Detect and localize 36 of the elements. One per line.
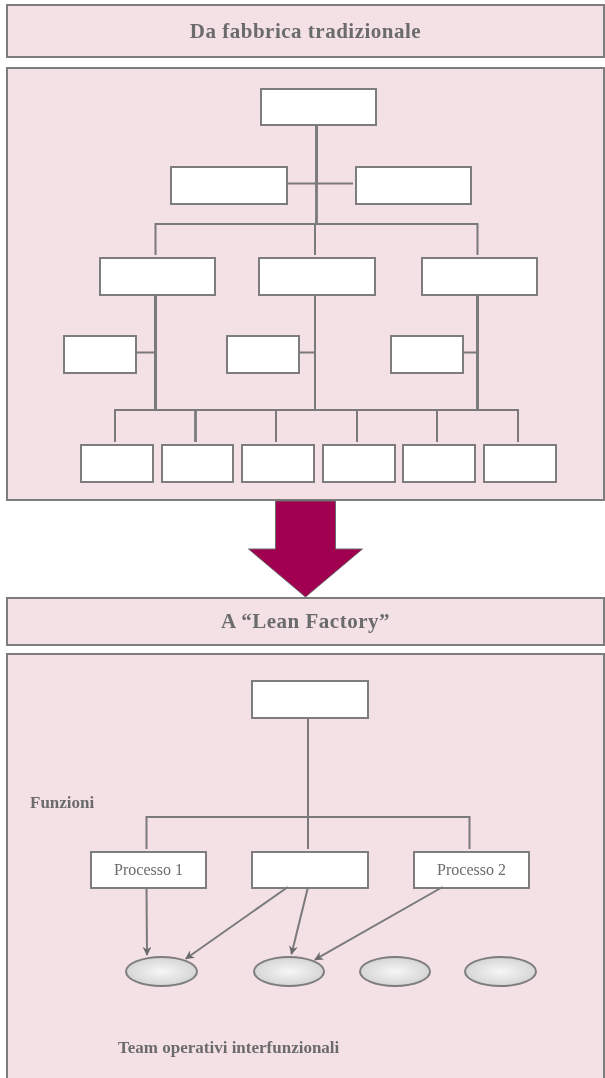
org-box bbox=[251, 851, 369, 889]
section-title: Da fabbrica tradizionale bbox=[189, 18, 422, 44]
org-box bbox=[421, 257, 538, 296]
arrow bbox=[184, 886, 289, 960]
org-box bbox=[390, 335, 464, 374]
org-box bbox=[80, 444, 154, 483]
panel-background bbox=[6, 67, 605, 501]
org-box bbox=[63, 335, 137, 374]
org-box bbox=[170, 166, 288, 205]
title-banner bbox=[6, 597, 605, 646]
caption-label: Team operativi interfunzionali bbox=[118, 1038, 340, 1058]
process-box bbox=[90, 851, 207, 889]
title-banner bbox=[6, 4, 605, 58]
panel-background bbox=[6, 653, 605, 1078]
org-box bbox=[226, 335, 300, 374]
arrow bbox=[142, 886, 152, 956]
arrow bbox=[313, 886, 444, 961]
org-box bbox=[355, 166, 472, 205]
team-ellipse bbox=[125, 956, 198, 987]
org-box bbox=[260, 88, 377, 126]
org-box bbox=[161, 444, 234, 483]
group-label: Funzioni bbox=[30, 793, 95, 813]
org-box bbox=[99, 257, 216, 296]
section-title: A “Lean Factory” bbox=[221, 609, 390, 634]
org-box bbox=[241, 444, 315, 483]
org-box bbox=[483, 444, 557, 483]
org-box bbox=[258, 257, 376, 296]
team-ellipse bbox=[253, 956, 325, 987]
org-box bbox=[251, 680, 369, 719]
process-box bbox=[413, 851, 530, 889]
org-box bbox=[402, 444, 476, 483]
box-label: Processo 2 bbox=[437, 861, 506, 879]
org-box bbox=[322, 444, 396, 483]
block-arrow bbox=[248, 500, 363, 598]
arrow bbox=[289, 886, 309, 956]
box-label: Processo 1 bbox=[114, 861, 183, 879]
